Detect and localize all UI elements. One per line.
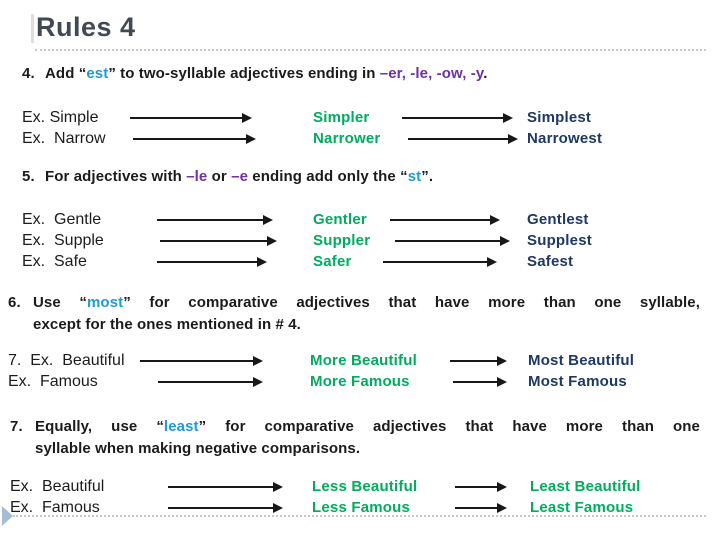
rule-5-text: For adjectives with –le or –e ending add… (45, 168, 434, 185)
arrow-icon (160, 236, 277, 246)
rule-7-text: Equally, use “least” for comparative adj… (35, 416, 700, 460)
superlative-word: Simplest (527, 109, 592, 126)
rule-6-line1: Use “most” for comparative adjectives th… (33, 294, 700, 311)
highlight-st: st (407, 168, 422, 185)
ending-e: –e (231, 168, 249, 185)
arrow-icon (390, 215, 500, 225)
arrow-icon (450, 356, 507, 366)
example-label: Ex. Simple (22, 109, 99, 126)
endings-list: –er, -le, -ow, -y (379, 65, 484, 82)
superlative-word: Least Beautiful (530, 478, 641, 495)
example-label: Ex. Famous (10, 499, 100, 516)
arrow-icon (140, 356, 263, 366)
arrow-icon (158, 377, 263, 387)
arrow-icon (157, 257, 267, 267)
comparative-word: Gentler (313, 211, 367, 228)
arrow-icon (455, 482, 507, 492)
arrow-icon (395, 236, 510, 246)
rule-4-text: Add “est” to two-syllable adjectives end… (45, 65, 488, 82)
play-triangle-icon (2, 506, 13, 526)
rule-5-number: 5. (22, 168, 35, 185)
arrow-icon (383, 257, 497, 267)
rule-5-heading: 5. For adjectives with –le or –e ending … (22, 166, 433, 188)
title-accent-bar (31, 14, 34, 43)
example-label: Ex. Narrow (22, 130, 106, 147)
comparative-word: Less Beautiful (312, 478, 418, 495)
highlight-most: most (87, 294, 124, 311)
arrow-icon (168, 482, 283, 492)
comparative-word: Narrower (313, 130, 381, 147)
example-label: 7. Ex. Beautiful (8, 352, 125, 369)
superlative-word: Supplest (527, 232, 592, 249)
rule-7-line1: Equally, use “least” for comparative adj… (35, 418, 700, 435)
comparative-word: Simpler (313, 109, 370, 126)
superlative-word: Least Famous (530, 499, 634, 516)
rule-7-number: 7. (10, 418, 23, 435)
comparative-word: Safer (313, 253, 352, 270)
footer-divider (13, 515, 706, 517)
arrow-icon (453, 377, 507, 387)
rule-6-line2: except for the ones mentioned in # 4. (33, 316, 301, 333)
ending-le: –le (186, 168, 208, 185)
example-label: Ex. Supple (22, 232, 104, 249)
comparative-word: More Beautiful (310, 352, 417, 369)
arrow-icon (408, 134, 518, 144)
title-divider (35, 49, 706, 51)
rule-6-heading: 6. Use “most” for comparative adjectives… (8, 292, 700, 336)
arrow-icon (130, 113, 252, 123)
page-title: Rules 4 (36, 12, 136, 42)
comparative-word: Suppler (313, 232, 371, 249)
superlative-word: Most Famous (528, 373, 627, 390)
example-label: Ex. Famous (8, 373, 98, 390)
arrow-icon (157, 215, 273, 225)
rule-4-heading: 4. Add “est” to two-syllable adjectives … (22, 63, 487, 85)
highlight-least: least (163, 418, 199, 435)
rule-4-number: 4. (22, 65, 35, 82)
rule-7-line2: syllable when making negative comparison… (35, 440, 361, 457)
arrow-icon (168, 503, 283, 513)
superlative-word: Most Beautiful (528, 352, 635, 369)
superlative-word: Narrowest (527, 130, 603, 147)
comparative-word: Less Famous (312, 499, 411, 516)
rule-6-number: 6. (8, 294, 21, 311)
comparative-word: More Famous (310, 373, 410, 390)
example-label: Ex. Gentle (22, 211, 102, 228)
rule-7-heading: 7. Equally, use “least” for comparative … (10, 416, 700, 460)
highlight-est: est (86, 65, 109, 82)
example-label: Ex. Beautiful (10, 478, 105, 495)
superlative-word: Safest (527, 253, 574, 270)
arrow-icon (455, 503, 507, 513)
example-label: Ex. Safe (22, 253, 87, 270)
arrow-icon (133, 134, 256, 144)
arrow-icon (402, 113, 513, 123)
rule-6-text: Use “most” for comparative adjectives th… (33, 292, 700, 336)
superlative-word: Gentlest (527, 211, 589, 228)
